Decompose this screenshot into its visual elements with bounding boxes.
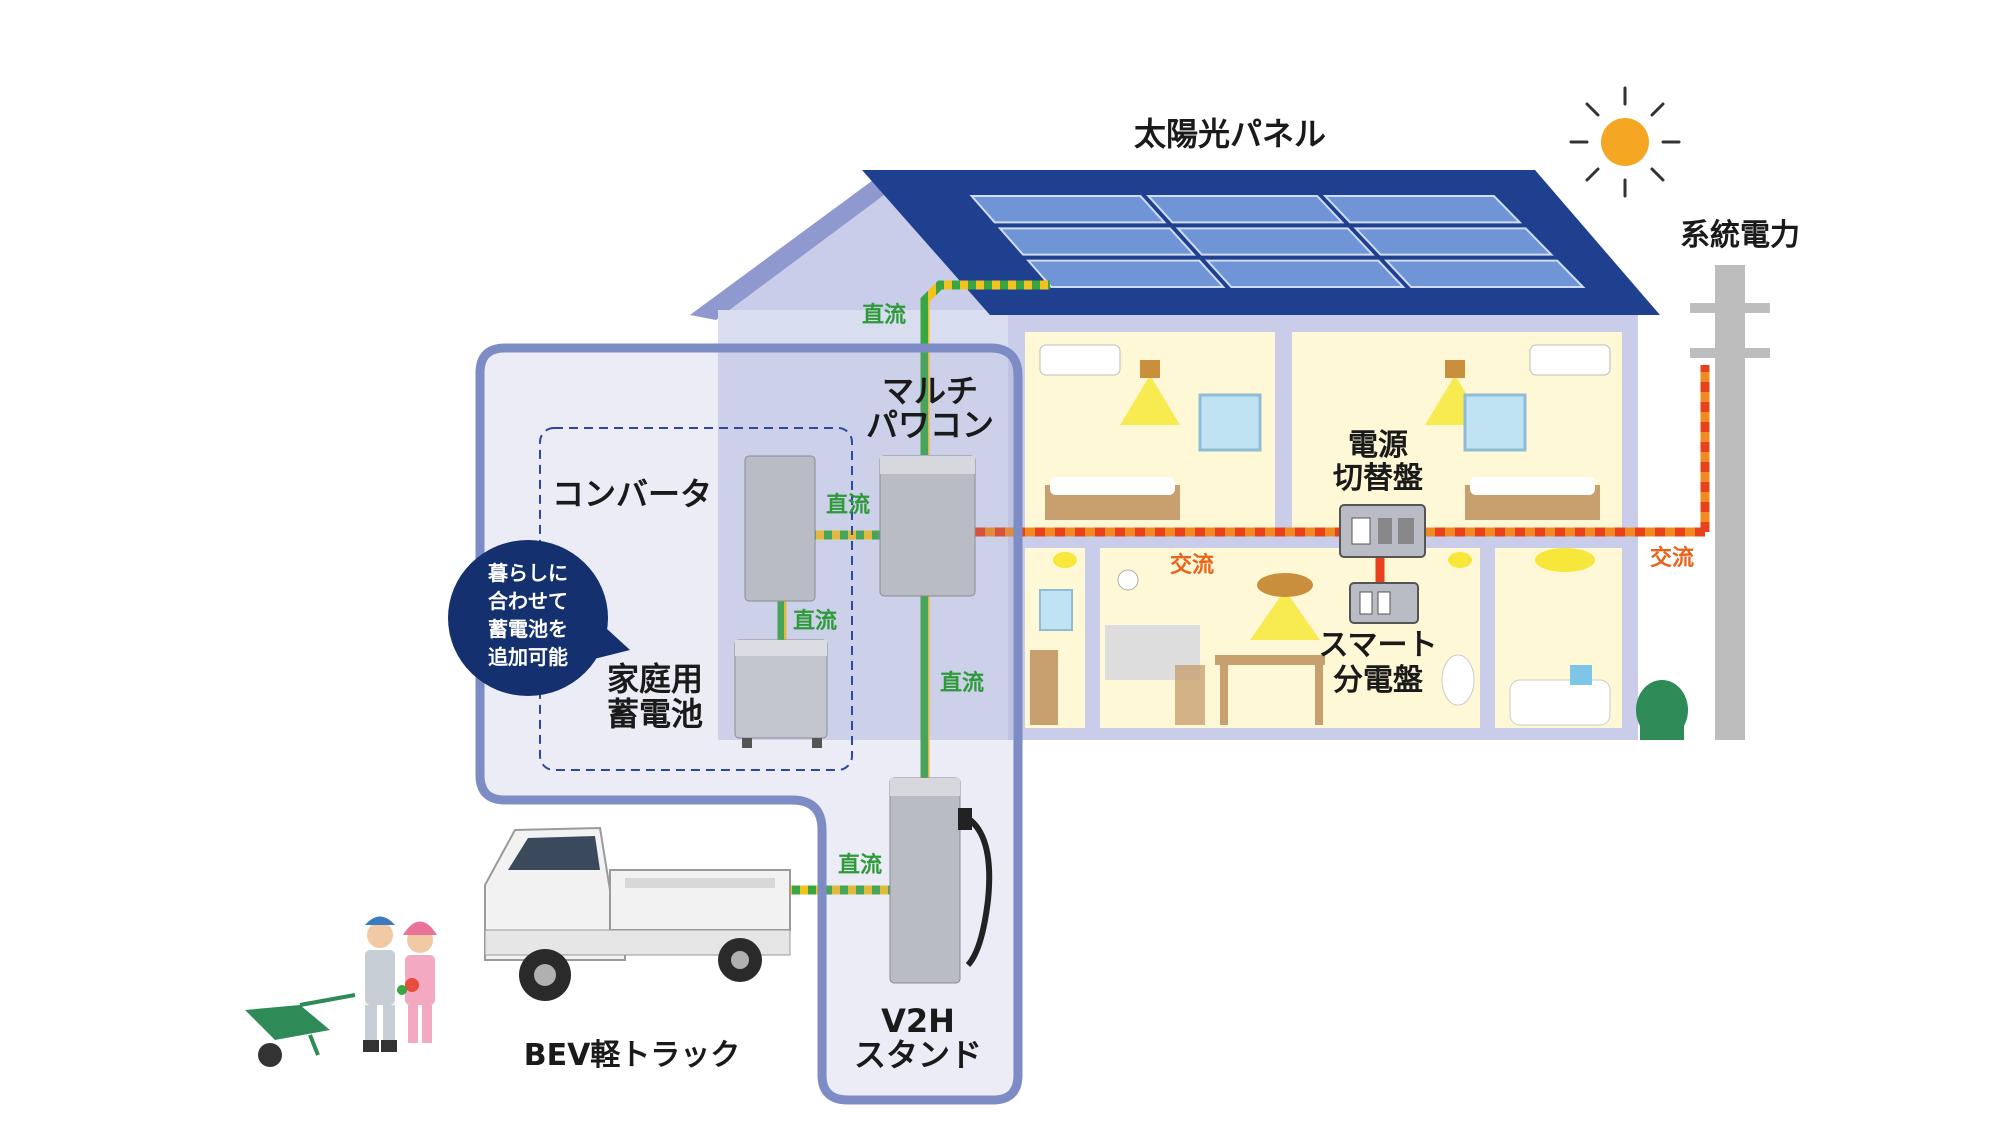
label-grid-power: 系統電力 [1680,218,1800,253]
callout-line-1: 暮らしに [487,561,568,585]
lamp-icon [1053,552,1077,568]
label-home-battery-2: 蓄電池 [607,695,703,733]
solar-panel-cell [1146,195,1345,224]
lamp-glow [1250,590,1320,640]
label-converter: コンバータ [552,475,712,513]
bed-icon [1050,477,1175,495]
label-solar-panel: 太陽光パネル [1134,115,1326,153]
solar-panel-cell [1175,227,1375,256]
window-icon [1039,589,1073,631]
sun-icon [1569,86,1681,198]
shrub-icon [1636,680,1688,740]
solar-panel-cell [997,227,1197,256]
callout-bubble: 暮らしに 合わせて 蓄電池を 追加可能 [448,540,630,696]
solar-panel-cell [969,195,1167,224]
lamp-icon [1448,552,1472,568]
v2h-charger-icon [889,777,993,984]
lamp-icon [1140,360,1160,378]
table-icon [1215,655,1325,665]
label-dc-truck: 直流 [838,852,882,878]
window-icon [1198,393,1262,452]
lamp-glow [1120,375,1180,425]
label-dc-converter: 直流 [826,492,870,518]
battery-icon [734,639,828,748]
lamp-icon [1535,548,1595,572]
label-v2h-2: スタンド [854,1036,982,1074]
air-conditioner-icon [1039,344,1121,376]
power-conditioner-icon [879,455,976,597]
solar-panel-cell [1353,227,1554,256]
solar-panel-cell [1026,259,1226,288]
label-dc-battery: 直流 [793,608,837,634]
converter-icon [744,455,816,602]
towel-icon [1570,665,1592,685]
house-side-gable [690,175,1010,315]
table-icon [1315,665,1323,725]
label-home-battery-1: 家庭用 [607,660,703,698]
chair-icon [1175,665,1205,725]
farmers-icon [363,916,437,1052]
solar-panel-cell [1322,195,1523,224]
optional-battery-boundary [539,427,853,771]
bathtub-icon [1509,679,1611,726]
label-smart-panel-1: スマート [1318,628,1437,663]
label-ac-grid: 交流 [1650,545,1694,571]
solar-panel-icon [969,195,1586,288]
switchboard-icon [1339,504,1426,558]
wheelbarrow-icon [245,993,356,1067]
bed-icon [1470,477,1595,495]
label-ac-house: 交流 [1170,552,1214,578]
label-multi-pcs-2: パワコン [866,406,994,444]
truck-icon [484,826,791,1001]
clock-icon [1117,569,1139,591]
toilet-icon [1441,654,1475,706]
callout-line-3: 蓄電池を [488,617,568,641]
solar-panel-cell [1383,259,1586,288]
callout-line-2: 合わせて [488,589,568,613]
label-multi-pcs-1: マルチ [882,372,978,410]
lamp-icon [1257,573,1313,597]
smart-panel-icon [1349,582,1419,624]
house-side-roof-edge [690,175,896,320]
callout-line-4: 追加可能 [488,645,568,669]
dc-wiring [777,280,1050,895]
solar-panel-cell [1205,259,1406,288]
label-power-switch-2: 切替盤 [1333,461,1423,496]
label-dc-v2h: 直流 [940,670,984,696]
air-conditioner-icon [1529,344,1611,376]
window-icon [1463,393,1527,452]
label-truck: BEV軽トラック [524,1038,741,1073]
label-power-switch-1: 電源 [1348,428,1408,463]
label-dc-solar: 直流 [862,302,906,328]
utility-pole-icon [1690,265,1770,740]
table-icon [1220,665,1228,725]
label-smart-panel-2: 分電盤 [1333,663,1423,698]
lamp-icon [1445,360,1465,378]
door-icon [1030,650,1058,725]
label-v2h-1: V2H [881,1002,955,1040]
